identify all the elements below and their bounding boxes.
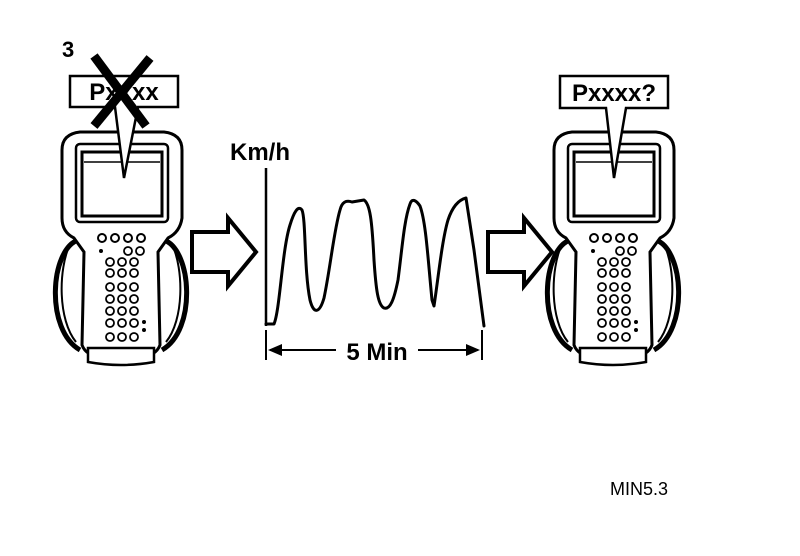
step-number: 3 bbox=[62, 37, 74, 62]
duration-dimension: 5 Min bbox=[265, 330, 483, 366]
scan-tool-icon bbox=[55, 132, 186, 365]
left-scan-tool: Pxxxx bbox=[55, 53, 186, 365]
y-unit-label: Km/h bbox=[230, 139, 290, 166]
speed-graph: Km/h 5 Min bbox=[230, 139, 486, 366]
cross-out-icon bbox=[90, 53, 154, 129]
arrow-right-icon bbox=[190, 216, 258, 288]
right-scan-tool: Pxxxx? bbox=[547, 74, 678, 365]
figure-id: MIN5.3 bbox=[610, 479, 668, 499]
speed-trace bbox=[264, 196, 486, 328]
right-code-callout: Pxxxx? bbox=[558, 74, 670, 179]
duration-label: 5 Min bbox=[346, 339, 407, 366]
right-code-label: Pxxxx? bbox=[572, 80, 656, 107]
arrow-right-icon bbox=[486, 216, 554, 288]
